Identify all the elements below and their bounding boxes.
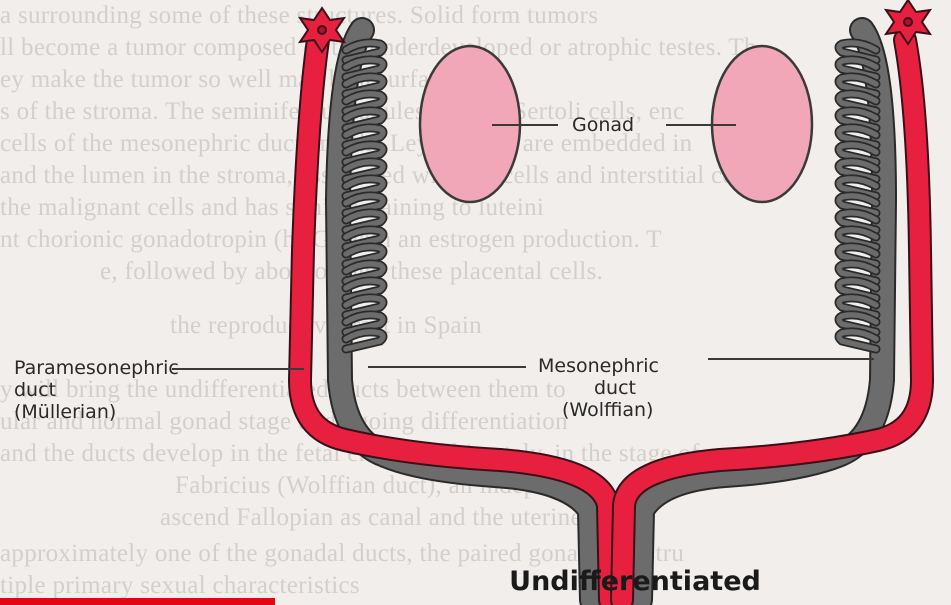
paramesonephric-label-line3: (Müllerian) (14, 401, 116, 423)
page-edge-bar (0, 598, 275, 605)
mesonephric-leader-line-left (368, 366, 526, 368)
mesonephric-label-line1: Mesonephric (538, 355, 659, 377)
paramesonephric-label-line1: Paramesonephric (14, 357, 179, 379)
ostium-right (904, 18, 912, 26)
ostium-left (318, 26, 326, 34)
stage-caption: Undifferentiated (470, 566, 800, 597)
mesonephric-leader-line-right (708, 358, 874, 360)
mesonephric-label-line3: (Wolffian) (562, 399, 653, 421)
paramesonephric-label-line2: duct (14, 379, 56, 401)
gonad-label: Gonad (572, 114, 634, 136)
gonad-leader-line-right (666, 124, 736, 126)
gonad-leader-line-left (492, 124, 558, 126)
paramesonephric-leader-line (172, 368, 304, 370)
mesonephric-label-line2: duct (594, 377, 636, 399)
